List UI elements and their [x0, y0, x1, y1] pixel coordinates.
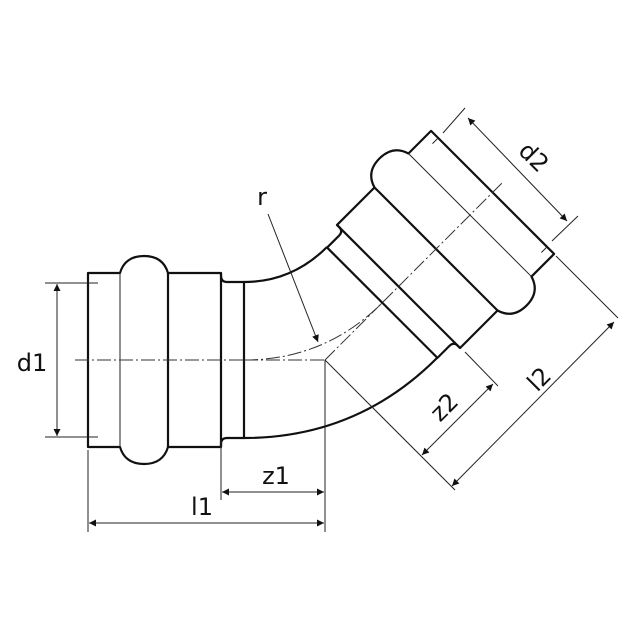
label-d1: d1	[17, 349, 48, 377]
label-l1: l1	[191, 493, 213, 521]
d2-extension-bottom	[551, 215, 579, 242]
label-z1: z1	[262, 462, 290, 490]
left-socket	[73, 254, 246, 466]
l2-dimension-arrow	[451, 321, 615, 487]
intersection-extension-diagonal	[324, 359, 456, 491]
centerline-right	[324, 302, 383, 361]
bend-centerline	[243, 302, 383, 361]
d2-dimension-arrow	[467, 117, 568, 222]
label-z2: z2	[425, 388, 465, 428]
radius-arrow	[267, 213, 319, 343]
l2-extension	[555, 255, 619, 319]
z2-extension	[464, 351, 499, 387]
d2-extension-top	[442, 107, 466, 134]
bend-outer-arc	[243, 246, 328, 284]
bend-inner-arc	[243, 357, 438, 440]
label-l2: l2	[522, 362, 557, 397]
label-r: r	[257, 183, 267, 211]
z2-dimension-arrow	[421, 383, 494, 456]
